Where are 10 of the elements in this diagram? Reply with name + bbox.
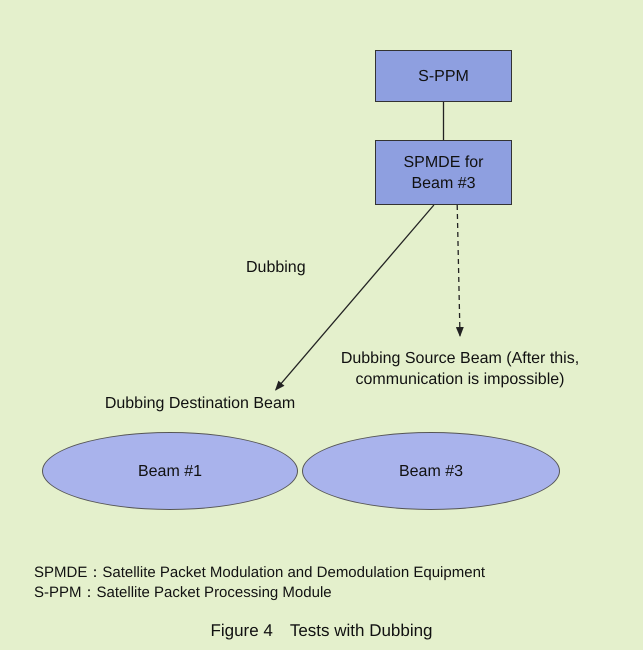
abbreviation-note: S-PPM：Satellite Packet Processing Module: [34, 583, 333, 603]
beam-ellipse: Beam #3: [302, 432, 560, 510]
process-box: SPMDE for Beam #3: [375, 140, 512, 205]
abbreviation-note: SPMDE：Satellite Packet Modulation and Demodulation Equipment: [34, 563, 486, 583]
arrow: [274, 204, 434, 391]
process-box: S-PPM: [375, 50, 512, 102]
dashed-arrow: [456, 204, 464, 337]
beam-ellipse: Beam #1: [42, 432, 298, 510]
figure-caption: Figure 4 Tests with Dubbing: [209, 620, 434, 642]
connector-line: [442, 102, 444, 140]
